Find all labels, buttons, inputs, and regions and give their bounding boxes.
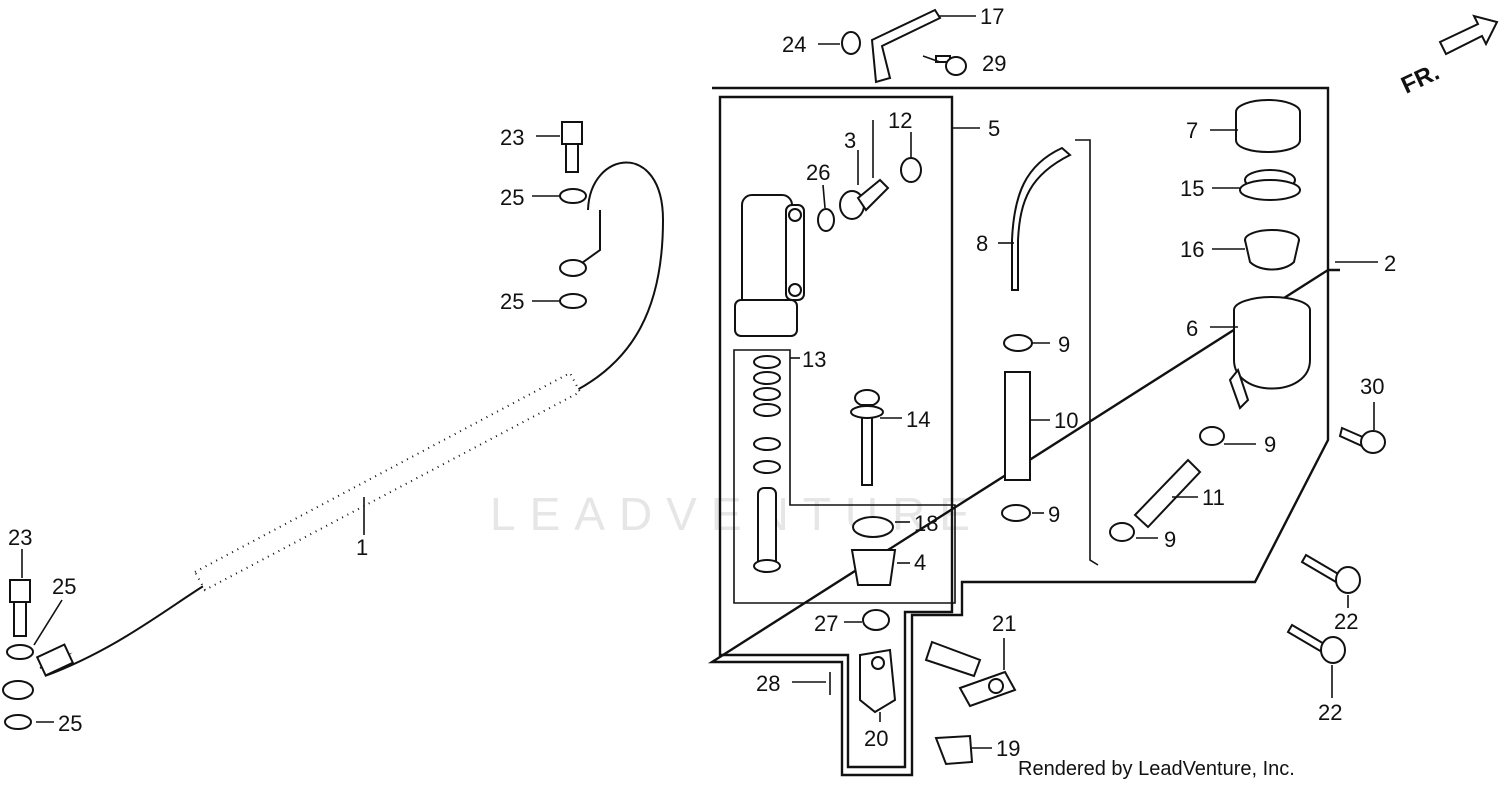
callout-28: 28 [756,671,780,696]
callout-10: 10 [1054,408,1078,433]
callout-30: 30 [1360,374,1384,399]
callout-25-d: 25 [58,711,82,736]
callout-22-b: 22 [1318,700,1342,725]
master-cylinder-body [734,194,805,337]
washer-25-d [4,714,32,730]
callout-11: 11 [1202,485,1225,510]
clip-9-a [1003,334,1033,352]
render-credit: Rendered by LeadVenture, Inc. [1018,758,1295,780]
callout-24: 24 [782,32,806,57]
callout-14: 14 [906,407,930,432]
callout-9-c: 9 [1264,432,1276,457]
callout-7: 7 [1186,118,1198,143]
reservoir-6 [1228,296,1311,410]
hose-8 [1011,146,1072,291]
front-direction-label: FR. [1397,59,1443,100]
washer-25-b [559,293,587,309]
piston-spring-13 [753,355,781,573]
callout-9-d: 9 [1164,527,1176,552]
callout-1: 1 [356,535,368,560]
clip-9-b [1001,504,1031,522]
bracket-17 [870,8,942,84]
piston-kit-frame [733,349,956,604]
callout-5: 5 [988,116,1000,141]
bolt-22-a [1300,553,1361,594]
assembly-frame-inner [718,95,954,769]
hose-subframe [1075,139,1099,566]
callout-21: 21 [992,611,1016,636]
callout-25-a: 25 [500,185,524,210]
callout-26: 26 [806,160,830,185]
hose-10 [1004,371,1031,481]
joint-3 [839,120,890,220]
hose-11 [1133,458,1202,529]
brake-hose [2,161,665,700]
bolt-23-left [9,579,31,637]
bolt-30 [1338,426,1386,454]
circlip-12 [900,157,922,183]
o-ring-26 [817,208,835,232]
callout-25-c: 25 [52,574,76,599]
callout-3: 3 [844,128,856,153]
bolt-22-b [1286,623,1346,664]
callout-9-a: 9 [1058,332,1070,357]
watermark-text: LEADVENTURE [490,488,984,540]
callout-29: 29 [982,51,1006,76]
callout-18: 18 [914,511,938,536]
callout-23-a: 23 [500,125,524,150]
washer-25-c [6,644,34,660]
joint-20 [859,648,897,714]
washer-24 [841,31,861,55]
callout-13: 13 [802,347,826,372]
diaphragm-16 [1244,229,1300,271]
nut-27 [862,609,890,631]
plate-15 [1239,169,1301,201]
circlip-18 [852,516,894,538]
push-rod-14 [850,389,884,486]
clip-9-d [1109,522,1135,542]
callout-16: 16 [1180,237,1204,262]
bolt-29 [935,55,967,76]
bolt-23-top [561,121,583,173]
assembly-frame-outer [707,86,1340,777]
callout-23-b: 23 [8,525,32,550]
callout-20: 20 [864,726,888,751]
callout-4: 4 [914,550,926,575]
boot-4 [850,549,897,586]
rod-21 [924,640,1017,708]
callout-27: 27 [814,611,838,636]
clip-19 [934,734,974,766]
callout-9-b: 9 [1048,502,1060,527]
cap-7 [1235,99,1301,153]
clip-9-c [1199,426,1225,446]
callout-12: 12 [888,108,912,133]
callout-15: 15 [1180,176,1204,201]
washer-25-a [559,188,587,204]
callout-2: 2 [1384,251,1396,276]
callout-6: 6 [1186,316,1198,341]
callout-19: 19 [996,736,1020,761]
callout-25-b: 25 [500,289,524,314]
callout-8: 8 [976,231,988,256]
front-direction-arrow: FR. [1397,14,1499,100]
leader-lines [21,15,1378,749]
callout-22-a: 22 [1334,609,1358,634]
callout-17: 17 [980,4,1004,29]
